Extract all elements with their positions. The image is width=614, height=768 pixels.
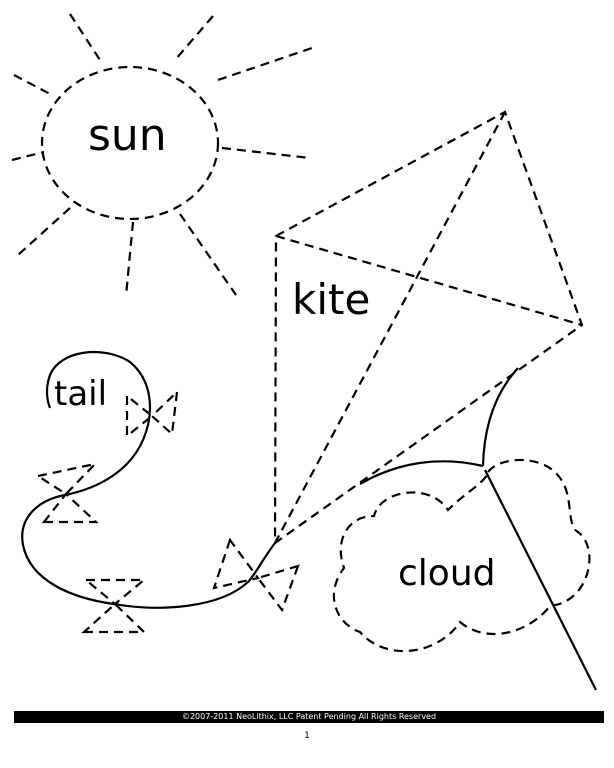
kite-label: kite xyxy=(292,275,371,324)
sun-ray-6 xyxy=(11,150,45,162)
kite-outline xyxy=(273,110,584,546)
tail-bow-1 xyxy=(125,389,179,439)
bow-4-right xyxy=(256,564,300,613)
bow-3-top xyxy=(82,578,148,606)
sun-label: sun xyxy=(88,110,167,161)
bow-1-right xyxy=(150,389,179,437)
cloud-label: cloud xyxy=(398,553,496,594)
tail-bow-2 xyxy=(35,462,99,524)
kite-drawing xyxy=(273,110,584,546)
tail-bow-3 xyxy=(81,578,148,634)
sun-ray-5 xyxy=(221,146,311,160)
bow-3-bottom xyxy=(81,602,147,634)
kite-vertical-spar xyxy=(274,111,506,544)
sun-ray-7 xyxy=(17,207,71,256)
bow-1-left xyxy=(125,393,154,439)
tail-line xyxy=(21,350,276,609)
bow-4-left xyxy=(212,537,260,590)
string-upper xyxy=(481,367,519,467)
sun-drawing xyxy=(11,13,313,297)
page-number: 1 xyxy=(304,731,310,741)
kite-string xyxy=(359,367,597,691)
tail-bow-4 xyxy=(212,537,300,613)
sun-ray-9 xyxy=(179,213,237,296)
sun-ray-1 xyxy=(69,13,101,61)
string-lower xyxy=(484,469,597,691)
cloud-outline xyxy=(332,458,591,653)
sun-ray-8 xyxy=(124,221,135,297)
copyright-text: ©2007-2011 NeoLithix, LLC Patent Pending… xyxy=(181,712,437,721)
sun-circle xyxy=(40,65,220,221)
bow-2-bottom xyxy=(41,492,99,524)
sun-ray-4 xyxy=(13,74,53,96)
kite-tail xyxy=(21,350,300,634)
string-left xyxy=(359,460,484,485)
sun-ray-3 xyxy=(217,46,313,82)
kite-cross-spar xyxy=(275,234,583,327)
sun-ray-2 xyxy=(174,15,214,61)
tail-label: tail xyxy=(54,374,108,414)
copyright-footer: ©2007-2011 NeoLithix, LLC Patent Pending… xyxy=(14,711,604,723)
bow-2-top xyxy=(35,462,99,496)
